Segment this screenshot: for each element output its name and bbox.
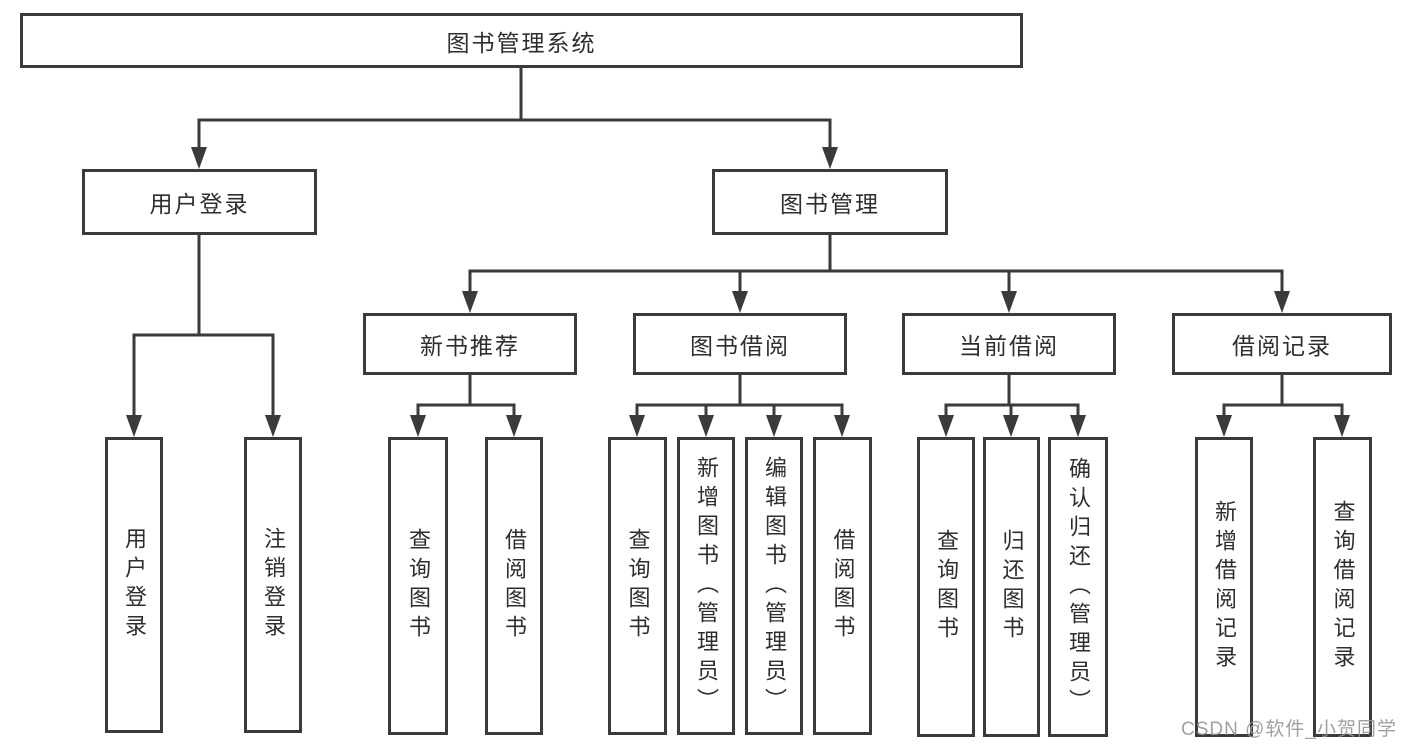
- leaf-user-login: 用户登录: [105, 437, 163, 733]
- leaf-add-borrow-record: 新增借阅记录: [1195, 437, 1253, 737]
- leaf-label: 新增图书（管理员）: [694, 455, 719, 717]
- leaf-label: 查询图书: [406, 528, 431, 644]
- leaf-return-books: 归还图书: [983, 437, 1040, 737]
- leaf-label: 注销登录: [261, 527, 286, 643]
- leaf-label: 归还图书: [999, 529, 1025, 645]
- leaf-label: 用户登录: [122, 527, 147, 643]
- leaf-edit-books-admin: 编辑图书（管理员）: [745, 437, 803, 735]
- leaf-query-books-recommend: 查询图书: [388, 437, 448, 735]
- node-user-login: 用户登录: [82, 169, 317, 235]
- node-library-management-system: 图书管理系统: [20, 13, 1023, 68]
- leaf-query-books-borrow: 查询图书: [608, 437, 667, 735]
- leaf-label: 新增借阅记录: [1212, 500, 1237, 674]
- node-borrow-records: 借阅记录: [1172, 313, 1392, 375]
- leaf-borrow-books: 借阅图书: [813, 437, 872, 735]
- leaf-label: 借阅图书: [830, 528, 856, 644]
- leaf-label: 编辑图书（管理员）: [762, 455, 787, 717]
- node-book-borrow: 图书借阅: [633, 313, 847, 375]
- leaf-query-books-current: 查询图书: [917, 437, 975, 737]
- leaf-query-borrow-record: 查询借阅记录: [1313, 437, 1372, 737]
- leaf-label: 借阅图书: [502, 528, 527, 644]
- leaf-label: 确认归还（管理员）: [1066, 456, 1091, 718]
- leaf-label: 查询借阅记录: [1330, 500, 1356, 674]
- leaf-label: 查询图书: [934, 529, 959, 645]
- leaf-logout: 注销登录: [244, 437, 302, 733]
- leaf-confirm-return-admin: 确认归还（管理员）: [1048, 437, 1108, 737]
- watermark: CSDN @软件_小贺同学: [1181, 719, 1397, 740]
- node-new-book-recommend: 新书推荐: [363, 313, 577, 375]
- node-current-borrow: 当前借阅: [902, 313, 1116, 375]
- leaf-label: 查询图书: [625, 528, 651, 644]
- node-book-management: 图书管理: [712, 169, 948, 235]
- leaf-add-books-admin: 新增图书（管理员）: [677, 437, 735, 735]
- leaf-borrow-books-recommend: 借阅图书: [485, 437, 543, 735]
